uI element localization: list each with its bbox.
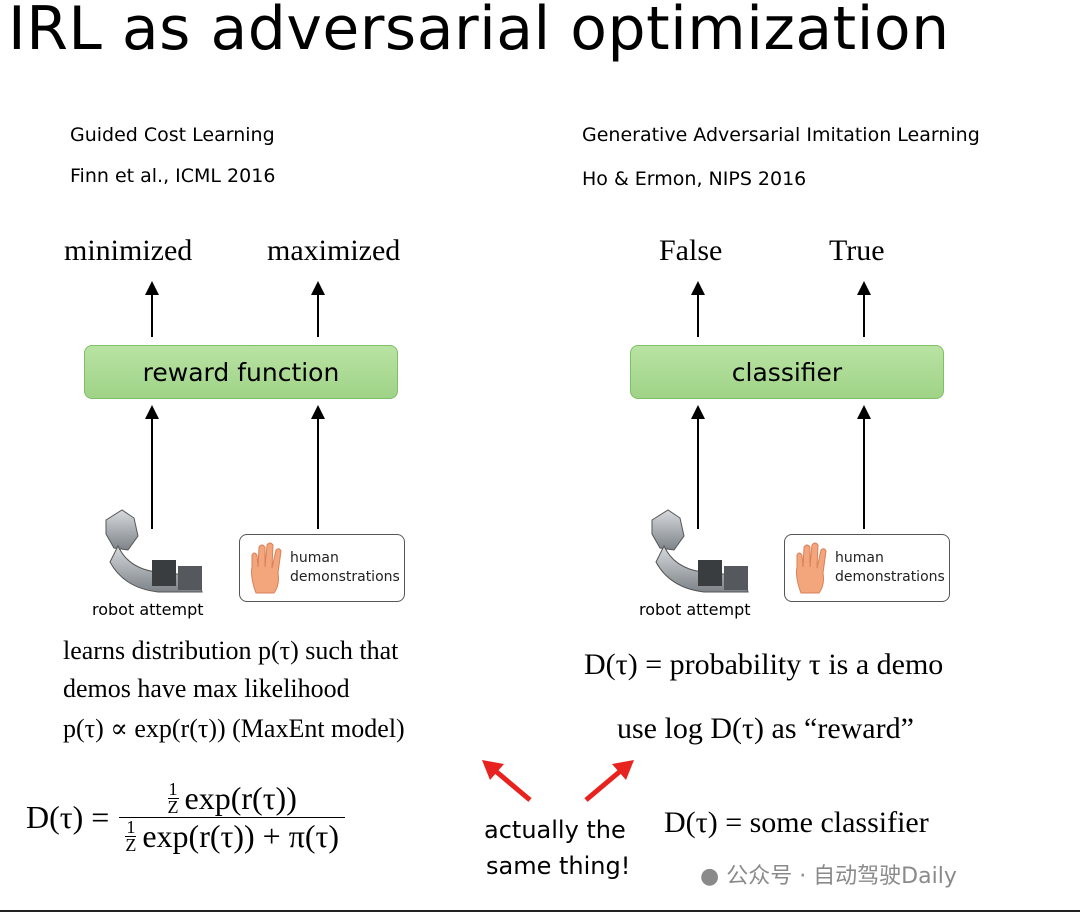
left-ref-title: Guided Cost Learning	[70, 124, 275, 146]
left-human-demo-box: human demonstrations	[239, 534, 405, 602]
right-arrow-in-robot	[691, 405, 705, 529]
red-arrow-right-icon	[612, 760, 634, 780]
right-human-demo-label: human demonstrations	[835, 549, 945, 587]
left-output-minimized: minimized	[64, 234, 193, 267]
left-arrow-in-robot	[145, 405, 159, 529]
equation-denominator: exp(r(τ)) + π(τ)	[142, 818, 340, 854]
middle-line2: same thing!	[486, 852, 631, 880]
right-output-false: False	[659, 234, 723, 267]
right-human-demo-box: human demonstrations	[784, 534, 950, 602]
left-ref-cite: Finn et al., ICML 2016	[70, 165, 276, 187]
right-ref-cite: Ho & Ermon, NIPS 2016	[582, 168, 807, 190]
left-output-maximized: maximized	[267, 234, 401, 267]
right-text-line1: D(τ) = probability τ is a demo	[584, 648, 944, 681]
right-robot-label: robot attempt	[639, 600, 751, 619]
left-robot-label: robot attempt	[92, 600, 204, 619]
middle-line1: actually the	[484, 816, 626, 844]
left-text-line2: demos have max likelihood	[63, 674, 350, 703]
right-demo-line2: demonstrations	[835, 569, 945, 585]
red-arrow-left-icon	[482, 760, 504, 780]
left-arrow-in-human	[311, 405, 325, 529]
equation-numerator: exp(r(τ))	[184, 780, 297, 816]
right-arrow-out-false	[691, 281, 705, 337]
left-demo-line1: human	[290, 550, 339, 566]
hand-icon	[251, 542, 282, 594]
right-output-true: True	[829, 234, 885, 267]
left-demo-line2: demonstrations	[290, 569, 400, 585]
left-arrow-out-min	[145, 281, 159, 337]
left-text-line1: learns distribution p(τ) such that	[63, 636, 399, 665]
hand-icon-right	[796, 542, 827, 594]
classifier-label: classifier	[731, 357, 843, 387]
watermark: ● 公众号 · 自动驾驶Daily	[700, 858, 957, 890]
robot-arm-icon	[105, 509, 203, 593]
right-ref-title: Generative Adversarial Imitation Learnin…	[582, 124, 980, 146]
right-text-line2: use log D(τ) as “reward”	[617, 712, 914, 745]
classifier-box: classifier	[630, 345, 944, 399]
left-human-demo-label: human demonstrations	[290, 549, 400, 587]
bottom-divider	[0, 910, 1080, 912]
right-arrow-in-human	[857, 405, 871, 529]
right-arrow-out-true	[857, 281, 871, 337]
red-arrow-pair	[482, 760, 634, 802]
right-demo-line1: human	[835, 550, 884, 566]
left-arrow-out-max	[311, 281, 325, 337]
wechat-icon: ●	[700, 864, 720, 889]
robot-arm-icon-right	[651, 509, 749, 593]
left-text-line3: p(τ) ∝ exp(r(τ)) (MaxEnt model)	[63, 714, 405, 743]
right-text-line3: D(τ) = some classifier	[664, 806, 929, 839]
equation-lhs: D(τ) =	[26, 799, 110, 835]
reward-function-box: reward function	[84, 345, 398, 399]
reward-function-label: reward function	[142, 357, 340, 387]
watermark-text: 公众号 · 自动驾驶Daily	[726, 864, 957, 889]
page-title: IRL as adversarial optimization	[8, 0, 950, 64]
